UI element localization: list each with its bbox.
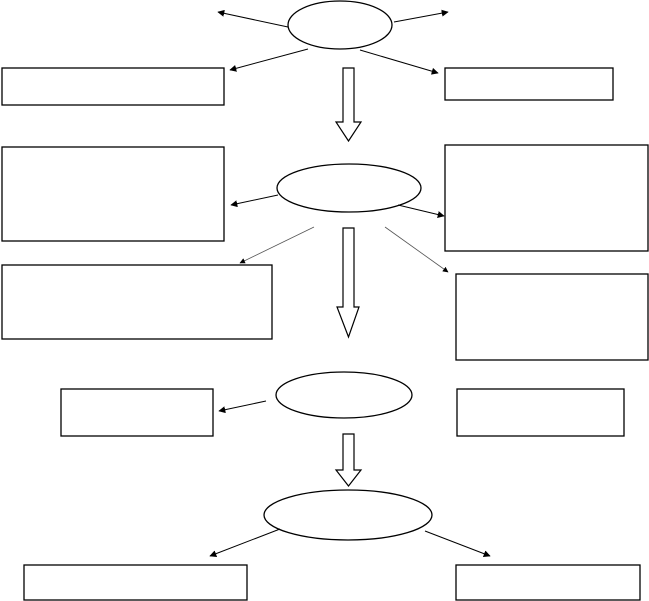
connector-node2-box3 [230, 194, 279, 208]
box-8 [456, 388, 625, 437]
connector-node3-box7 [218, 400, 267, 414]
box-1 [1, 67, 225, 106]
box-2 [444, 67, 614, 101]
node-1 [287, 0, 393, 50]
connector-node1-box2 [359, 49, 439, 75]
node-2 [276, 163, 422, 213]
box-7 [60, 388, 214, 437]
connector-node2-box4 [397, 204, 445, 218]
box-9 [23, 564, 248, 601]
flow-arrow-3 [334, 433, 363, 487]
connector-node2-box6 [384, 226, 449, 273]
connector-node4-box9 [209, 528, 281, 557]
connector-node1-box1 [229, 48, 309, 72]
node-4 [263, 489, 433, 541]
connector-node1-topleft [217, 9, 289, 28]
box-6 [455, 273, 649, 361]
box-4 [444, 144, 649, 252]
flow-arrow-2 [336, 227, 360, 339]
box-10 [455, 564, 641, 601]
node-3 [275, 371, 413, 419]
box-5 [1, 264, 273, 340]
connector-node4-box10 [424, 530, 491, 558]
connector-node2-box5 [239, 226, 315, 264]
box-3 [1, 146, 225, 242]
connector-node1-topright [393, 9, 449, 23]
flow-arrow-1 [334, 67, 363, 143]
